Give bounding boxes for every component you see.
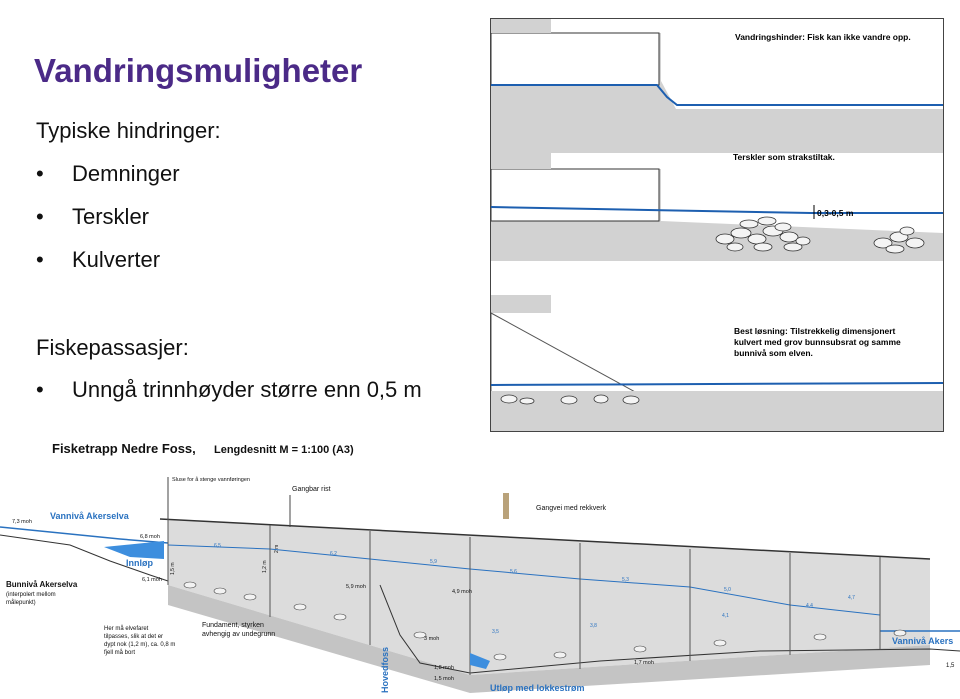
fishway-title-bold: Fisketrapp Nedre Foss, (52, 441, 196, 456)
panel3-caption-line1: Best løsning: Tilstrekkelig dimensjonert (734, 326, 896, 336)
panel-threshold: 0,3-0,5 m Terskler som strakstiltak. (491, 152, 943, 261)
gangbar-label: Gangbar rist (292, 486, 331, 493)
elvefar-label: Her må elvefaret (104, 625, 149, 632)
panel1-caption: Vandringshinder: Fisk kan ikke vandre op… (735, 32, 911, 42)
bullet-icon: • (36, 204, 44, 229)
level-label: 5,0 (724, 587, 731, 593)
obstacle-item: • Terskler (36, 204, 149, 230)
level-label: 3,8 (590, 623, 597, 629)
panel2-dimension: 0,3-0,5 m (817, 208, 854, 218)
fishway-title-rest: Lengdesnitt M = 1:100 (A3) (214, 444, 354, 456)
moh-label: 1,8 moh (434, 665, 454, 671)
level-label: 5,3 (622, 577, 629, 583)
fundament-label: Fundament, styrken (202, 622, 264, 629)
panel3-caption-line3: bunnivå som elven. (734, 348, 813, 358)
obstacle-label: Demninger (72, 161, 180, 186)
bunniva-label: Bunnivå Akerselva (6, 580, 78, 589)
bullet-icon: • (36, 161, 44, 186)
innlop-label: Innløp (126, 558, 153, 568)
vanniva-right-label: Vannivå Akers (892, 636, 953, 646)
bunniva-label: målepunkt) (6, 599, 36, 606)
panel-culvert: Best løsning: Tilstrekkelig dimensjonert… (491, 295, 943, 431)
level-label: 4,1 (722, 613, 729, 619)
fishway-section-figure: Fisketrapp Nedre Foss, Lengdesnitt M = 1… (0, 435, 960, 699)
slide-title: Vandringsmuligheter (34, 52, 363, 89)
level-label: 4,7 (848, 595, 855, 601)
dimension-label: 1,2 m (262, 560, 268, 573)
panel3-caption-line2: kulvert med grov bunnsubsrat og samme (734, 337, 901, 347)
obstacle-label: Terskler (72, 204, 150, 229)
obstacle-label: Kulverter (72, 247, 161, 272)
moh-label: 7,3 moh (12, 519, 32, 525)
bunniva-label: (interpolert mellom (6, 592, 56, 598)
moh-label: 1,5 moh (434, 676, 454, 682)
moh-label: 6,1 moh (142, 577, 162, 583)
moh-label: 6,8 moh (140, 534, 160, 540)
moh-label: 4,9 moh (452, 589, 472, 595)
elvefar-label: dypt nok (1,2 m), ca. 0,8 m (104, 642, 175, 648)
right-dimension-label: 1,5 (946, 663, 955, 669)
level-label: 4,4 (806, 603, 813, 609)
sluse-label: Sluse for å stenge vannføringen (172, 476, 250, 483)
bullet-icon: • (36, 247, 44, 272)
level-label: 5,6 (510, 569, 517, 575)
hovedfoss-label: Hovedfoss (380, 647, 390, 693)
fundament-label: avhengig av undegrunn (202, 631, 275, 638)
obstacle-item: • Kulverter (36, 247, 160, 273)
elvefar-label: fjell må bort (104, 649, 135, 656)
vanniva-left-label: Vannivå Akerselva (50, 511, 130, 521)
passage-item: • Unngå trinnhøyder større enn 0,5 m (36, 377, 422, 403)
moh-label: 3 moh (424, 636, 439, 642)
level-label: 3,5 (492, 629, 499, 635)
panel-dam: Vandringshinder: Fisk kan ikke vandre op… (491, 19, 943, 153)
moh-label: 5,9 moh (346, 584, 366, 590)
dimension-label: 2 m (274, 545, 280, 553)
panel2-caption: Terskler som strakstiltak. (733, 152, 835, 162)
obstacles-heading: Typiske hindringer: (36, 118, 221, 143)
gangvei-label: Gangvei med rekkverk (536, 505, 607, 512)
person-figure (503, 493, 509, 519)
level-label: 6,2 (330, 551, 337, 557)
utlop-label: Utløp med lokkestrøm (490, 683, 585, 693)
level-label: 5,9 (430, 559, 437, 565)
obstacle-item: • Demninger (36, 161, 180, 187)
passages-heading: Fiskepassasjer: (36, 335, 189, 360)
dimension-label: 1,5 m (170, 562, 176, 575)
passage-label: Unngå trinnhøyder større enn 0,5 m (72, 377, 422, 402)
obstacle-panels-figure: Vandringshinder: Fisk kan ikke vandre op… (490, 18, 944, 432)
moh-label: 1,7 moh (634, 660, 654, 666)
level-label: 6,5 (214, 543, 221, 549)
elvefar-label: tilpasses, slik at det er (104, 634, 163, 640)
bullet-icon: • (36, 377, 44, 402)
